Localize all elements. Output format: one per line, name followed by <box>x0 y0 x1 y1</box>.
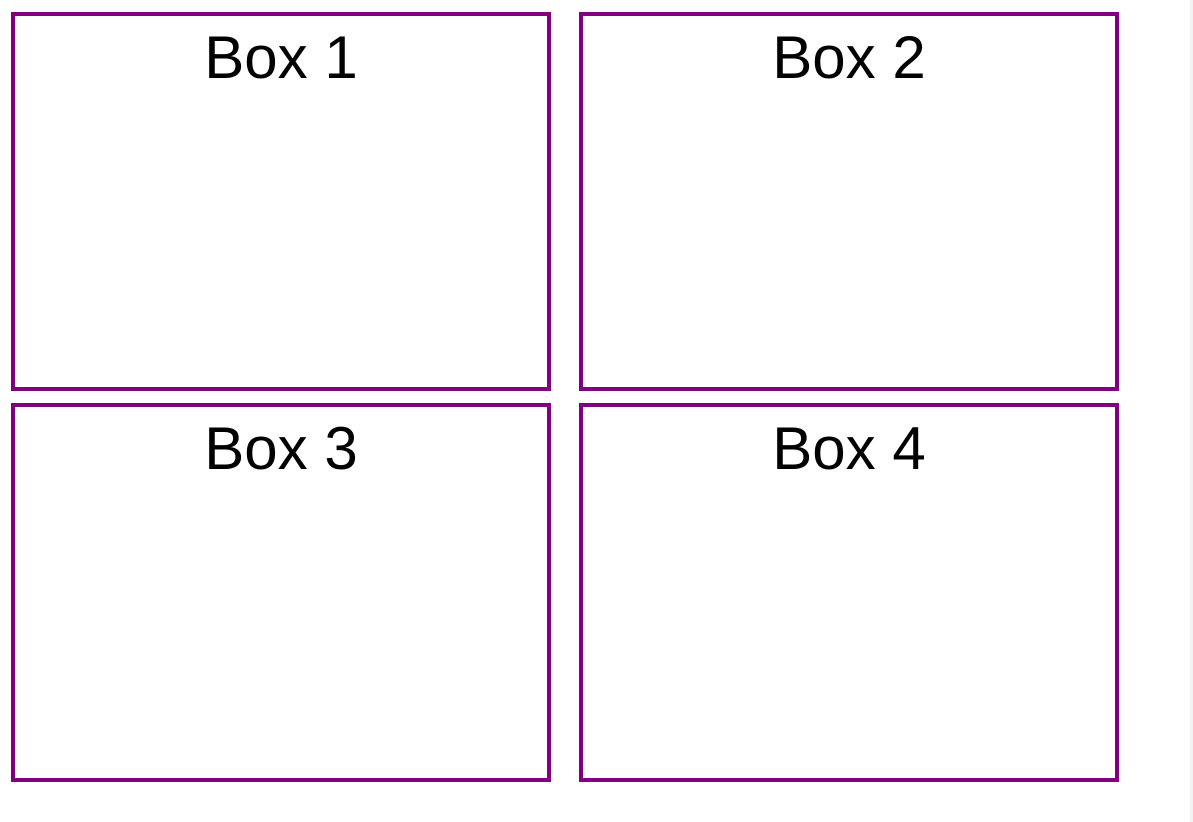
box-4-label: Box 4 <box>772 415 926 482</box>
box-3-label: Box 3 <box>204 415 358 482</box>
page-right-edge <box>1190 0 1193 822</box>
box-1: Box 1 <box>11 12 551 391</box>
box-2: Box 2 <box>579 12 1119 391</box>
box-4: Box 4 <box>579 403 1119 782</box>
box-3: Box 3 <box>11 403 551 782</box>
box-1-label: Box 1 <box>204 24 358 91</box>
box-2-label: Box 2 <box>772 24 926 91</box>
